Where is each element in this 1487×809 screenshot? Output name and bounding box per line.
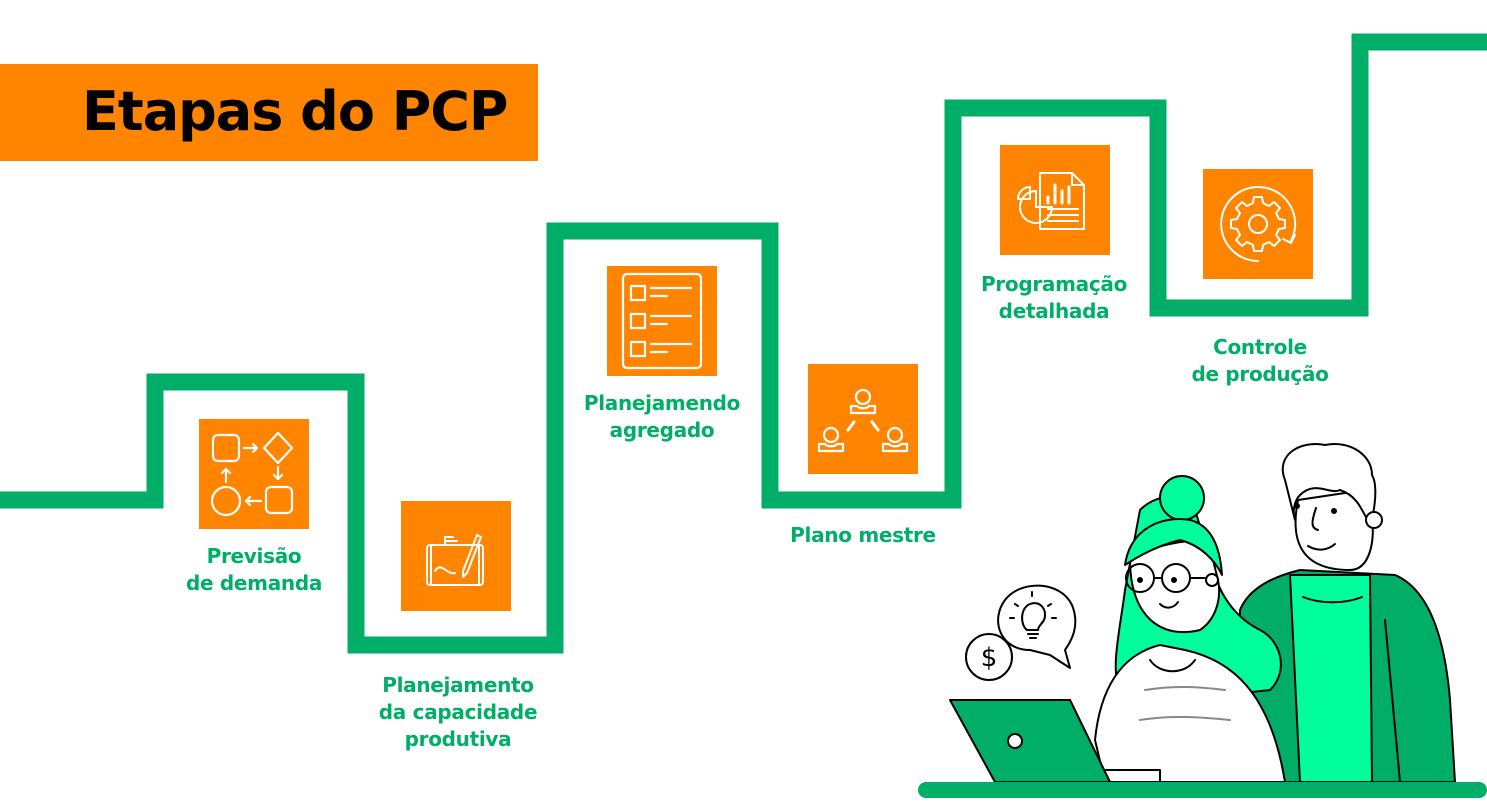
step-1-icon-box: [199, 419, 309, 529]
step-1-label: Previsão de demanda: [185, 544, 323, 595]
step-2-icon-box: [401, 501, 511, 611]
step-5-icon-box: [1000, 145, 1110, 255]
step-6-icon-box: [1203, 169, 1313, 279]
title-banner: [0, 64, 538, 161]
desk: [918, 782, 1487, 798]
lightbulb-icon: [1009, 591, 1057, 639]
tablet-pen-icon: [426, 534, 484, 586]
report-chart-icon: [1017, 172, 1085, 230]
step-2-label: Planejamento da capacidade produtiva: [378, 673, 538, 751]
page-title: Etapas do PCP: [82, 80, 509, 143]
checklist-icon: [621, 272, 703, 370]
dollar-icon: $: [981, 643, 998, 673]
step-3-icon-box: [607, 266, 717, 376]
step-4-label: Plano mestre: [790, 523, 936, 547]
step-4-icon-box: [808, 364, 918, 474]
step-6-label: Controle de produção: [1191, 335, 1329, 386]
step-5-label: Programação detalhada: [980, 272, 1128, 323]
gear-cycle-icon: [1220, 186, 1297, 262]
team-network-icon: [817, 388, 909, 453]
flowchart-icon: [210, 431, 294, 517]
step-3-label: Planejamendo agregado: [583, 391, 741, 442]
